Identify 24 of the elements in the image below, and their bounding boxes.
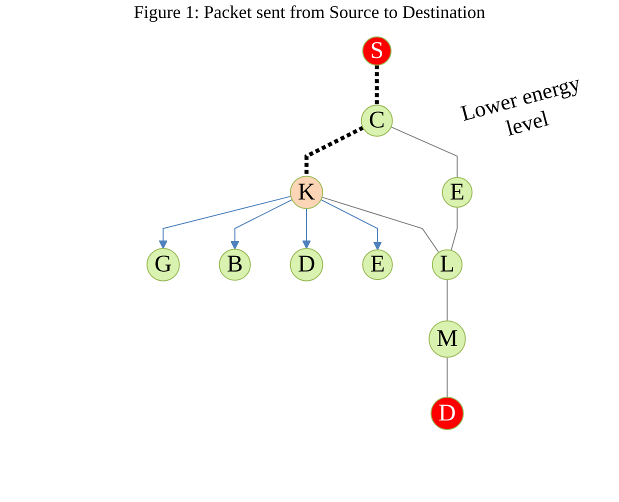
- connector: [390, 126, 458, 178]
- arrow: [158, 196, 292, 249]
- annotation-text: Lower energy level: [457, 69, 584, 143]
- node-circle: B: [218, 248, 251, 281]
- node-circle: L: [432, 249, 463, 280]
- node-circle: E: [362, 249, 393, 280]
- node-circle: D: [290, 248, 324, 282]
- node-circle: D: [430, 396, 464, 430]
- connector: [321, 196, 440, 253]
- node-circle: S: [362, 36, 392, 66]
- node-circle: K: [290, 176, 324, 210]
- node-circle: M: [428, 320, 466, 358]
- connector: [374, 65, 379, 106]
- arrow: [320, 199, 382, 250]
- connector: [450, 206, 458, 251]
- connector: [304, 126, 364, 176]
- node-circle: E: [442, 177, 473, 208]
- figure-title: Figure 1: Packet sent from Source to Destination: [132, 2, 486, 23]
- connector: [446, 279, 448, 322]
- node-circle: C: [360, 104, 393, 137]
- connector: [446, 356, 448, 398]
- node-circle: G: [146, 248, 180, 282]
- arrow: [302, 208, 311, 249]
- arrow: [230, 199, 293, 250]
